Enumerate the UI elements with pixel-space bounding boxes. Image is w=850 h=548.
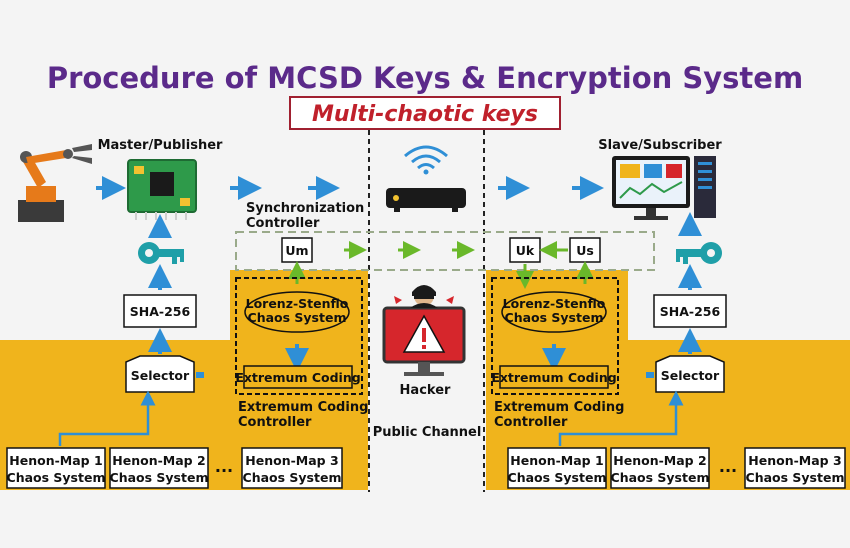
master-label: Master/Publisher (98, 138, 223, 153)
extremum-box-master (243, 365, 353, 389)
hacker-label: Hacker (400, 383, 451, 398)
henon-ellipsis-slave: ... (719, 457, 737, 476)
henon-map-1-box-slave (507, 447, 607, 489)
subtitle: Multi-chaotic keys (312, 102, 538, 127)
sha256-label-master: SHA-256 (130, 304, 191, 319)
extremum-controller-label-2-master: Controller (238, 415, 312, 430)
henon-to-selector-line-slave (558, 390, 684, 446)
sha256-label-slave: SHA-256 (660, 304, 721, 319)
extremum-label-slave: Extremum Coding (491, 370, 616, 385)
sync-controller-label-1: Synchronization (246, 201, 364, 216)
sync-controller-label-2: Controller (246, 216, 320, 231)
selector-label-slave: Selector (661, 368, 720, 383)
router-icon (386, 145, 466, 212)
hacker-monitor-icon (382, 285, 466, 376)
selector-box-slave (655, 355, 725, 393)
key-icon-master (138, 242, 184, 264)
henon-map-2-box-master (109, 447, 209, 489)
us-label: Us (576, 243, 594, 258)
subtitle-frame (289, 96, 561, 130)
microchip-icon (127, 159, 197, 220)
selector-box-master (125, 355, 195, 393)
henon-map-1-box-master (6, 447, 106, 489)
henon-map-2-line2-master: Chaos System (110, 470, 209, 485)
extremum-controller-frame-slave (491, 277, 619, 395)
henon-map-1-line1-slave: Henon-Map 1 (510, 453, 603, 468)
public-channel-label: Public Channel (373, 425, 482, 440)
key-icon-slave (676, 242, 722, 264)
extremum-box-slave (499, 365, 609, 389)
selector-port-master (196, 372, 204, 378)
selector-port-slave (646, 372, 654, 378)
henon-map-3-box-master (241, 447, 343, 489)
sync-controller-frame (235, 231, 655, 271)
henon-map-2-line2-slave: Chaos System (611, 470, 710, 485)
robot-arm-icon (18, 144, 92, 222)
uk-label: Uk (516, 243, 535, 258)
us-box (569, 237, 601, 263)
lorenz-line2-master: Chaos System (248, 310, 347, 325)
um-box (281, 237, 313, 263)
henon-ellipsis-master: ... (215, 457, 233, 476)
lorenz-ellipse-slave (501, 291, 607, 333)
henon-map-1-line2-master: Chaos System (7, 470, 106, 485)
henon-map-3-line1-slave: Henon-Map 3 (748, 453, 841, 468)
dashboard-computer-icon (612, 156, 716, 220)
extremum-controller-frame-master (235, 277, 363, 395)
page-title: Procedure of MCSD Keys & Encryption Syst… (47, 61, 803, 95)
slave-label: Slave/Subscriber (598, 138, 722, 153)
extremum-controller-label-1-slave: Extremum Coding (494, 400, 624, 415)
henon-map-3-line2-master: Chaos System (243, 470, 342, 485)
henon-map-1-line2-slave: Chaos System (508, 470, 607, 485)
henon-map-3-line2-slave: Chaos System (746, 470, 845, 485)
henon-map-3-box-slave (744, 447, 846, 489)
lorenz-line1-master: Lorenz-Stenflo (246, 296, 349, 311)
extremum-controller-label-2-slave: Controller (494, 415, 568, 430)
selector-label-master: Selector (131, 368, 190, 383)
henon-map-2-line1-master: Henon-Map 2 (112, 453, 205, 468)
henon-map-1-line1-master: Henon-Map 1 (9, 453, 102, 468)
henon-map-2-box-slave (610, 447, 710, 489)
henon-to-selector-line-master (58, 390, 156, 446)
lorenz-ellipse-master (244, 291, 350, 333)
sha256-box-master (123, 294, 197, 328)
lorenz-line1-slave: Lorenz-Stenflo (503, 296, 606, 311)
extremum-controller-label-1-master: Extremum Coding (238, 400, 368, 415)
sha256-box-slave (653, 294, 727, 328)
henon-map-3-line1-master: Henon-Map 3 (245, 453, 338, 468)
henon-map-2-line1-slave: Henon-Map 2 (613, 453, 706, 468)
extremum-label-master: Extremum Coding (235, 370, 360, 385)
um-label: Um (285, 243, 308, 258)
lorenz-line2-slave: Chaos System (505, 310, 604, 325)
